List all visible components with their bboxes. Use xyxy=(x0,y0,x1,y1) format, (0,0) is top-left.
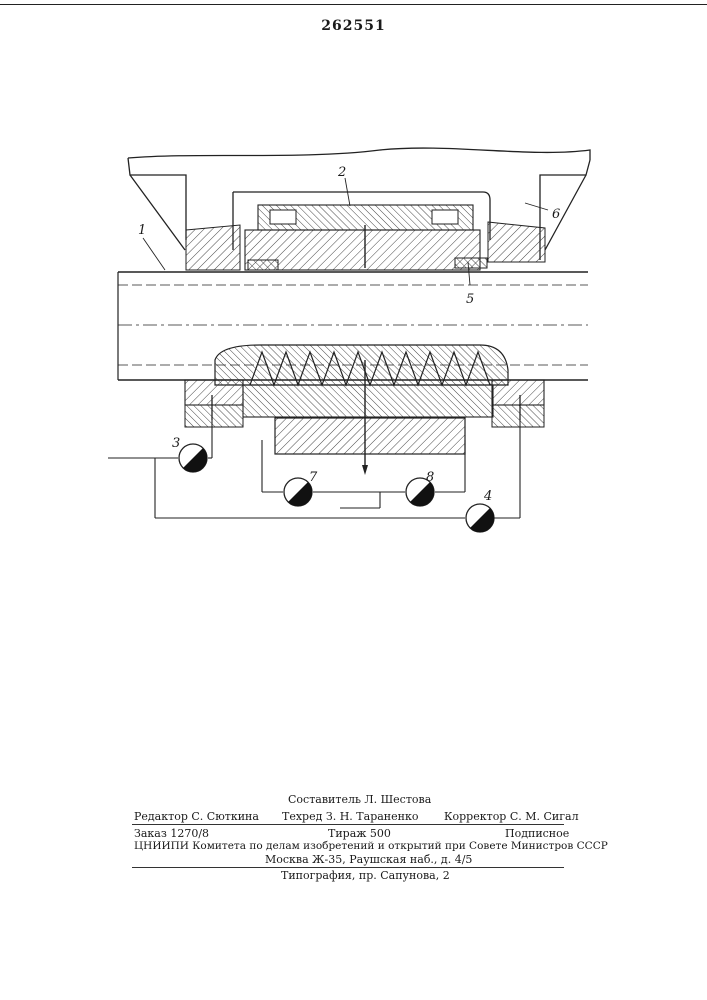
part-5-seal xyxy=(455,258,487,268)
label-2: 2 xyxy=(337,165,346,180)
label-1: 1 xyxy=(138,223,146,238)
label-8: 8 xyxy=(426,470,434,485)
pump-4-icon xyxy=(466,504,494,532)
pump-3-icon xyxy=(179,444,207,472)
part-2-upper-block xyxy=(233,192,490,270)
pump-7-icon xyxy=(284,478,312,506)
label-6: 6 xyxy=(552,207,560,222)
label-7: 7 xyxy=(309,470,318,485)
left-seal xyxy=(248,260,278,270)
lower-forming-die xyxy=(185,345,544,475)
label-5: 5 xyxy=(466,292,474,307)
label-3: 3 xyxy=(172,436,180,451)
label-4: 4 xyxy=(483,489,492,504)
